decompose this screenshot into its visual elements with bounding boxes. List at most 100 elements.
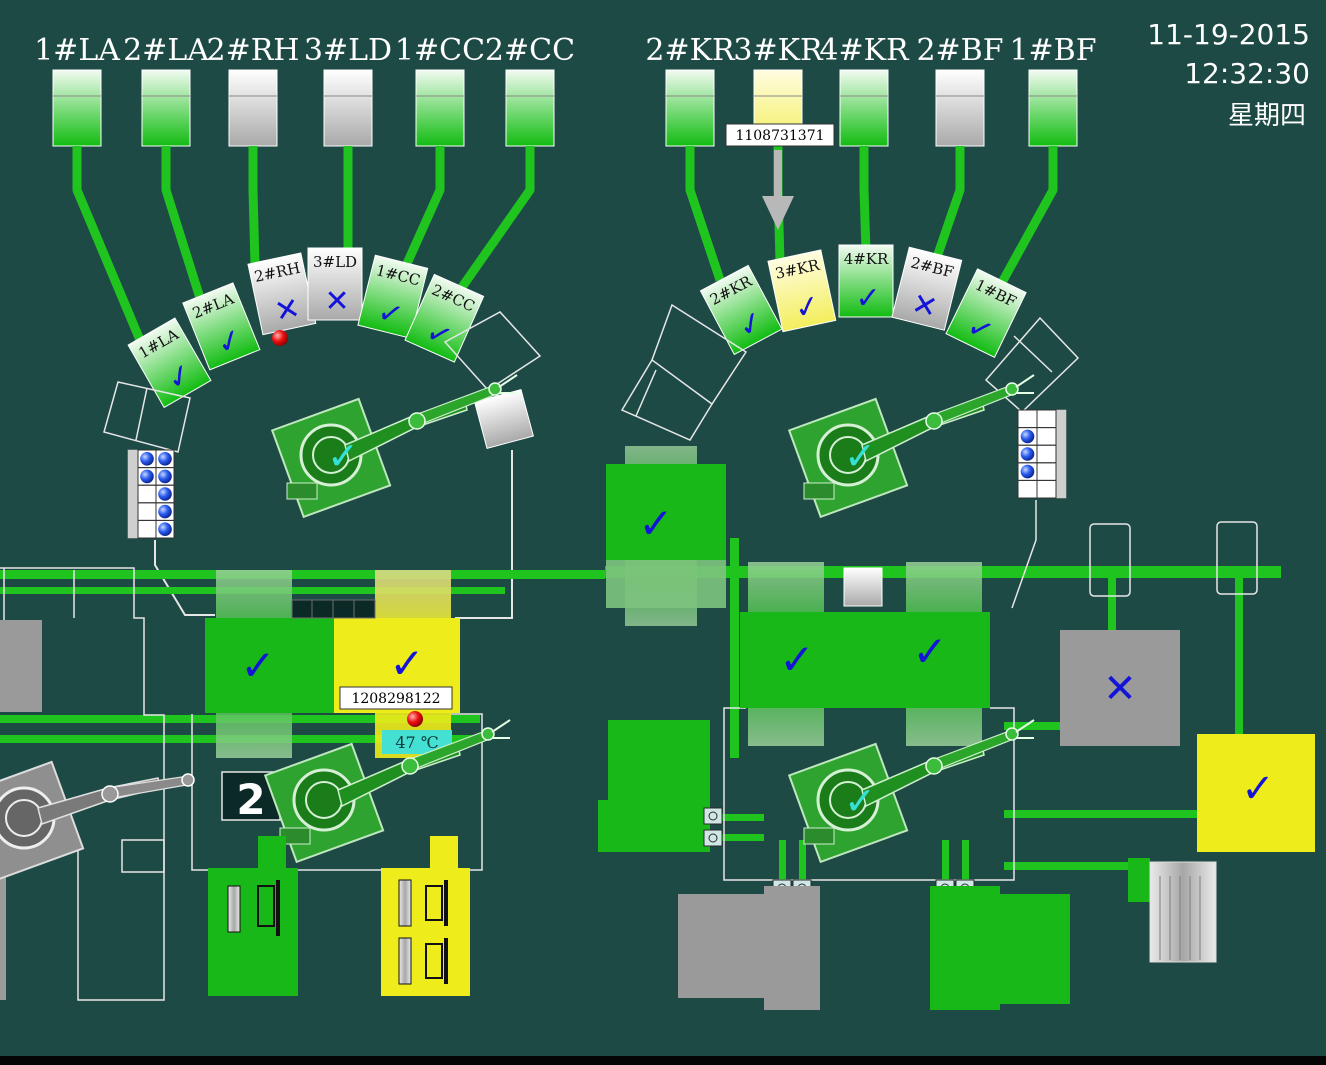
arc-slot-body <box>357 254 429 339</box>
rack-blue-dot <box>158 452 172 466</box>
left-grey-buffer-block[interactable] <box>473 388 535 450</box>
arc-slot-body <box>838 244 894 318</box>
left-alarm-dot-upper[interactable] <box>272 330 288 346</box>
right-grey-unit-status-mark: ✕ <box>1103 666 1137 712</box>
right-arc-slot-3-kr[interactable]: 3#KR✓ <box>767 249 837 333</box>
left-furnace-b-status-mark: ✓ <box>389 639 424 688</box>
left-grey-wall-block <box>0 620 42 712</box>
left-green-cabinet[interactable] <box>208 836 298 996</box>
right-arc-slot-1-bf[interactable]: 1#BF✓ <box>945 268 1027 358</box>
rack-blue-dot <box>1020 464 1035 479</box>
left-grey-robot[interactable] <box>0 760 196 882</box>
right-valve-pair-left <box>703 807 723 847</box>
left-yellow-cabinet[interactable] <box>381 836 470 996</box>
rack-cell <box>1036 479 1057 499</box>
left-magazine-rack[interactable] <box>127 449 175 539</box>
rack-blue-dot <box>140 469 154 484</box>
right-arc-slot-4-kr[interactable]: 4#KR✓ <box>838 244 894 318</box>
left-station-2-rh[interactable]: 2#RH <box>207 33 300 147</box>
station-tank <box>665 69 715 147</box>
station-title: 2#KR <box>645 33 736 68</box>
right-arc-slot-2-kr[interactable]: 2#KR✓ <box>699 264 783 356</box>
feed-pipe <box>859 146 871 253</box>
right-transfer-id-text: 1108731371 <box>735 128 824 144</box>
right-station-1-bf[interactable]: 1#BF <box>1009 33 1097 147</box>
feed-pipe <box>161 146 205 300</box>
feed-pipe <box>72 146 145 342</box>
left-arc-slot-1-cc[interactable]: 1#CC✓ <box>357 254 429 339</box>
left-station-2-cc[interactable]: 2#CC <box>485 33 575 147</box>
station-tank <box>52 69 102 147</box>
time-readout: 12:32:30 <box>1184 57 1310 90</box>
arc-slot-body <box>891 246 963 331</box>
right-green-platform[interactable] <box>930 886 1070 1010</box>
weekday-readout: 星期四 <box>1228 101 1306 131</box>
station-tank <box>505 69 555 147</box>
right-station-2-bf[interactable]: 2#BF <box>916 33 1004 147</box>
rack-blue-dot <box>158 487 172 501</box>
arc-slot-status-mark: ✕ <box>324 284 349 319</box>
left-station-1-cc[interactable]: 1#CC <box>395 33 485 147</box>
station-tank <box>228 69 278 147</box>
rack-blue-dot <box>140 452 154 466</box>
right-ladle-car[interactable]: ✓ <box>606 446 726 626</box>
station-title: 2#BF <box>916 33 1003 68</box>
right-lower-robot[interactable]: ✓ <box>787 718 1036 864</box>
left-arc-slot-3-ld[interactable]: 3#LD ✕ <box>307 247 363 321</box>
left-station-3-ld[interactable]: 3#LD <box>304 33 392 147</box>
station-title: 1#BF <box>1009 33 1096 68</box>
left-station-1-la[interactable]: 1#LA <box>34 33 120 147</box>
right-yellow-unit[interactable]: ✓ <box>1197 734 1315 852</box>
left-temperature-readout: 47 ℃ <box>382 730 452 754</box>
arc-slot-body <box>307 247 363 321</box>
station-title: 3#LD <box>304 33 392 68</box>
left-arc-slot-2-rh[interactable]: 2#RH✕ <box>247 252 317 336</box>
arc-slot-body <box>182 282 261 371</box>
left-grey-column <box>0 872 6 1000</box>
left-arc-slot-2-la[interactable]: 2#LA✓ <box>182 282 261 371</box>
arc-slot-status-mark: ✓ <box>855 281 880 316</box>
rack-blue-dot <box>158 504 172 519</box>
station-title: 4#KR <box>819 33 910 68</box>
right-tank-bank[interactable] <box>1128 858 1217 963</box>
right-cell-robot[interactable]: ✓ <box>787 373 1036 519</box>
left-alarm-dot-lower[interactable] <box>407 711 423 727</box>
right-furnace-b-status-mark: ✓ <box>912 627 947 676</box>
transfer-arrow <box>762 150 794 230</box>
station-title: 1#LA <box>34 33 120 68</box>
left-heat-id-text: 1208298122 <box>351 691 440 707</box>
station-tank <box>1028 69 1078 147</box>
left-furnace-b[interactable]: ✓ <box>334 570 460 758</box>
left-station-2-la[interactable]: 2#LA <box>123 33 209 147</box>
right-outline-structures <box>723 500 1258 881</box>
right-furnace-b[interactable]: ✓ <box>864 562 990 746</box>
right-grey-buffer-block[interactable] <box>843 567 883 607</box>
crane-number-text: 2 <box>236 775 265 824</box>
right-arc-slot-2-bf[interactable]: 2#BF✕ <box>891 246 963 331</box>
right-magazine-rack[interactable] <box>1017 409 1067 499</box>
right-station-2-kr[interactable]: 2#KR <box>645 33 736 147</box>
right-arc-slots: 2#KR✓3#KR✓4#KR✓2#BF✕1#BF✓ <box>699 244 1027 358</box>
right-furnace-a[interactable]: ✓ <box>740 562 864 746</box>
station-tank <box>839 69 889 147</box>
right-green-storage[interactable] <box>598 720 710 852</box>
station-title: 2#CC <box>485 33 575 68</box>
station-tank <box>935 69 985 147</box>
left-heat-id-tag[interactable]: 1208298122 <box>339 686 453 710</box>
feed-pipe <box>931 146 965 262</box>
left-furnace-a[interactable]: ✓ <box>205 570 335 758</box>
right-station-4-kr[interactable]: 4#KR <box>819 33 910 147</box>
left-arc-outline <box>103 311 542 453</box>
arc-slot-label: 3#LD <box>313 253 357 271</box>
left-cell-robot[interactable]: ✓ <box>270 373 519 519</box>
right-grey-unit[interactable]: ✕ <box>1060 630 1180 746</box>
right-grey-platform[interactable] <box>678 886 820 1010</box>
left-arc-slot-1-la[interactable]: 1#LA✓ <box>127 317 212 409</box>
right-transfer-tag[interactable]: 1108731371 <box>725 123 835 147</box>
left-robot-status-mark: ✓ <box>327 434 359 478</box>
arc-slot-body <box>699 264 783 356</box>
right-robot-status-mark: ✓ <box>844 434 876 478</box>
